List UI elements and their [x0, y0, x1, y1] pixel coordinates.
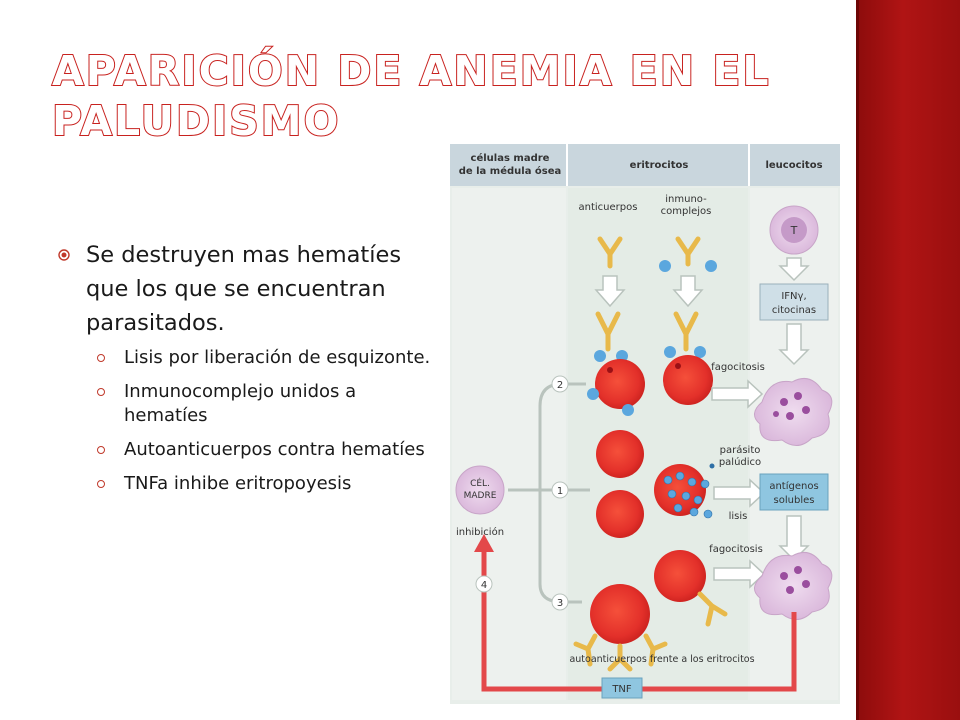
label-tnf: TNF: [611, 684, 632, 695]
sub-bullet-item: Autoanticuerpos contra hematíes: [86, 438, 443, 462]
label-immunocomplexes-1: inmuno-: [665, 194, 707, 205]
immune-complex-particle: [694, 346, 706, 358]
red-blood-cell: [596, 490, 644, 538]
macrophage: [754, 551, 833, 620]
stem-cell-column: [452, 188, 566, 700]
ring-bullet-icon: [97, 446, 105, 454]
sub-bullet-text: Autoanticuerpos contra hematíes: [124, 439, 425, 460]
phagocytosed-particle: [786, 412, 794, 420]
phagocytosed-particle: [802, 406, 810, 414]
label-immunocomplexes-2: complejos: [661, 206, 712, 217]
down-arrow: [672, 275, 704, 308]
bound-antibody: [595, 311, 699, 352]
label-phagocytosis-top: fagocitosis: [711, 362, 765, 373]
main-bullet-text: Se destruyen mas hematíes que los que se…: [86, 242, 402, 336]
phagocytosed-particle: [780, 398, 788, 406]
label-parasite-2: palúdico: [719, 456, 761, 468]
macrophage: [754, 377, 833, 446]
step-number-3: 3: [557, 598, 563, 609]
parasite-dot: [607, 367, 613, 373]
parasite-dot: [709, 463, 715, 469]
tnf-box: [601, 677, 643, 699]
down-arrow: [778, 257, 810, 282]
immune-complex-particle: [616, 350, 628, 362]
step-number-1: 1: [557, 486, 563, 497]
ring-bullet-icon: [97, 354, 105, 362]
down-arrow: [594, 275, 626, 308]
phagocytosed-particle: [786, 586, 794, 594]
anemia-mechanism-diagram: células madre de la médula ósea eritroci…: [450, 144, 840, 704]
down-arrow: [778, 323, 810, 366]
phagocytosed-particle: [780, 572, 788, 580]
label-stem-cell-1: CÉL.: [470, 477, 490, 489]
step-number-circle: [551, 375, 569, 393]
header-leukocytes: leucocitos: [765, 160, 822, 171]
opsonised-red-blood-cell: [590, 584, 650, 644]
header-stem-cells-line2: de la médula ósea: [459, 165, 562, 177]
label-stem-cell-2: MADRE: [464, 491, 497, 501]
phagocytosed-particle: [802, 580, 810, 588]
malaria-parasites: [663, 471, 713, 519]
label-inhibition: inhibición: [456, 526, 504, 538]
header-erythrocytes: eritrocitos: [630, 160, 689, 171]
soluble-antigens-box: [759, 473, 829, 511]
red-blood-cell: [654, 550, 706, 602]
main-bullet: Se destruyen mas hematíes que los que se…: [58, 238, 443, 496]
tnf-arrow-head: [474, 534, 494, 552]
ifn-cytokines-box: [759, 283, 829, 321]
label-cytokines: citocinas: [772, 305, 816, 316]
step-number-4: 4: [481, 580, 487, 591]
immune-complex-particle: [664, 346, 676, 358]
phagocytosed-particle: [794, 392, 802, 400]
t-cell-nucleus: [781, 217, 807, 243]
label-antigens: antígenos: [769, 480, 818, 492]
sub-bullet-list: Lisis por liberación de esquizonte. Inmu…: [86, 346, 443, 496]
header-band: [450, 144, 840, 186]
bullet-list: Se destruyen mas hematíes que los que se…: [58, 238, 443, 506]
red-blood-cell: [595, 359, 645, 409]
decorative-sidebar: [856, 0, 960, 720]
label-autoantibodies: autoanticuerpos frente a los eritrocitos: [569, 654, 754, 665]
bullet-circle-icon: [58, 249, 70, 261]
immune-complex-particle: [622, 404, 634, 416]
red-blood-cell: [663, 355, 713, 405]
step-number-2: 2: [557, 380, 563, 391]
parasite-dot: [675, 363, 681, 369]
free-antibody: [597, 236, 623, 269]
header-stem-cells-line1: células madre: [471, 152, 550, 164]
sub-bullet-text: Lisis por liberación de esquizonte.: [124, 347, 431, 368]
label-t-cell: T: [790, 224, 798, 237]
stem-cell: [455, 465, 505, 515]
ring-bullet-icon: [97, 388, 105, 396]
label-ifn: IFNγ,: [781, 291, 806, 302]
phagocytosed-particle: [773, 411, 779, 417]
sub-bullet-item: Inmunocomplejo unidos a hematíes: [86, 380, 443, 428]
sidebar-edge: [856, 0, 859, 720]
right-arrow: [711, 379, 764, 409]
immune-complex-particle: [587, 388, 599, 400]
label-antibodies: anticuerpos: [579, 202, 638, 213]
autoantibody: [697, 591, 728, 627]
ring-bullet-icon: [97, 480, 105, 488]
slide-title: Aparición de anemia en el paludismo: [51, 46, 771, 146]
phagocytosed-particle: [794, 566, 802, 574]
sub-bullet-text: Inmunocomplejo unidos a hematíes: [124, 381, 357, 426]
free-immunocomplex: [659, 236, 717, 272]
label-parasite-1: parásito: [720, 444, 761, 456]
sub-bullet-text: TNFa inhibe eritropoyesis: [124, 473, 352, 494]
label-phagocytosis-bottom: fagocitosis: [709, 544, 763, 555]
label-soluble: solubles: [774, 495, 815, 506]
step-number-circle: [551, 593, 569, 611]
autoantibodies-bound: [573, 633, 668, 672]
right-arrow: [713, 478, 766, 508]
label-lysis: lisis: [729, 511, 748, 522]
red-blood-cell: [596, 430, 644, 478]
immune-complex-particle: [594, 350, 606, 362]
sub-bullet-item: TNFa inhibe eritropoyesis: [86, 472, 443, 496]
step-number-circle: [475, 575, 493, 593]
step-number-circle: [551, 481, 569, 499]
sub-bullet-item: Lisis por liberación de esquizonte.: [86, 346, 443, 370]
